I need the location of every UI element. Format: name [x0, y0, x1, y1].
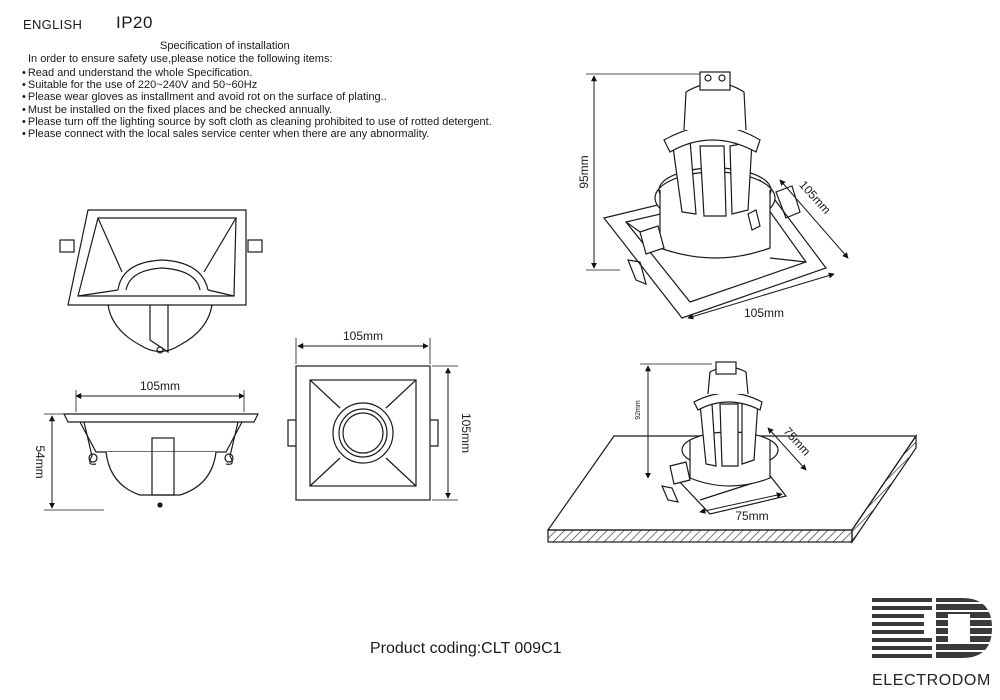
spec-rule: Please turn off the lighting source by s…: [22, 116, 492, 128]
spec-rules-list: Read and understand the whole Specificat…: [22, 67, 492, 140]
install-width-label: 75mm: [735, 509, 768, 523]
spec-rule: Must be installed on the fixed places an…: [22, 104, 492, 116]
plan-view-drawing: [287, 338, 458, 501]
brand-name: ELECTRODOM: [872, 672, 991, 689]
angled-view-drawing: [59, 209, 263, 354]
spec-rule: Please connect with the local sales serv…: [22, 128, 492, 140]
language-label: ENGLISH: [23, 17, 83, 32]
spec-rule: Please wear gloves as installment and av…: [22, 91, 492, 103]
plan-width-label: 105mm: [343, 329, 383, 343]
front-width-label: 105mm: [140, 379, 180, 393]
spec-rule: Read and understand the whole Specificat…: [22, 67, 492, 79]
front-height-label: 54mm: [33, 445, 47, 478]
isometric-view-drawing: [586, 71, 849, 320]
installed-view-drawing: [546, 361, 918, 544]
spec-intro: In order to ensure safety use,please not…: [28, 53, 333, 65]
product-coding: Product coding:CLT 009C1: [370, 640, 562, 657]
install-height-label: 92mm: [635, 400, 642, 420]
plan-height-label: 105mm: [459, 413, 473, 453]
iso-depth-label: 105mm: [796, 178, 833, 217]
spec-title: Specification of installation: [160, 40, 290, 52]
spec-rule: Suitable for the use of 220~240V and 50~…: [22, 79, 492, 91]
iso-height-label: 95mm: [577, 155, 591, 188]
iso-width-label: 105mm: [744, 306, 784, 320]
electrodom-logo-icon: [872, 598, 992, 658]
front-view-drawing: [44, 390, 259, 511]
ip-rating: IP20: [116, 13, 153, 32]
